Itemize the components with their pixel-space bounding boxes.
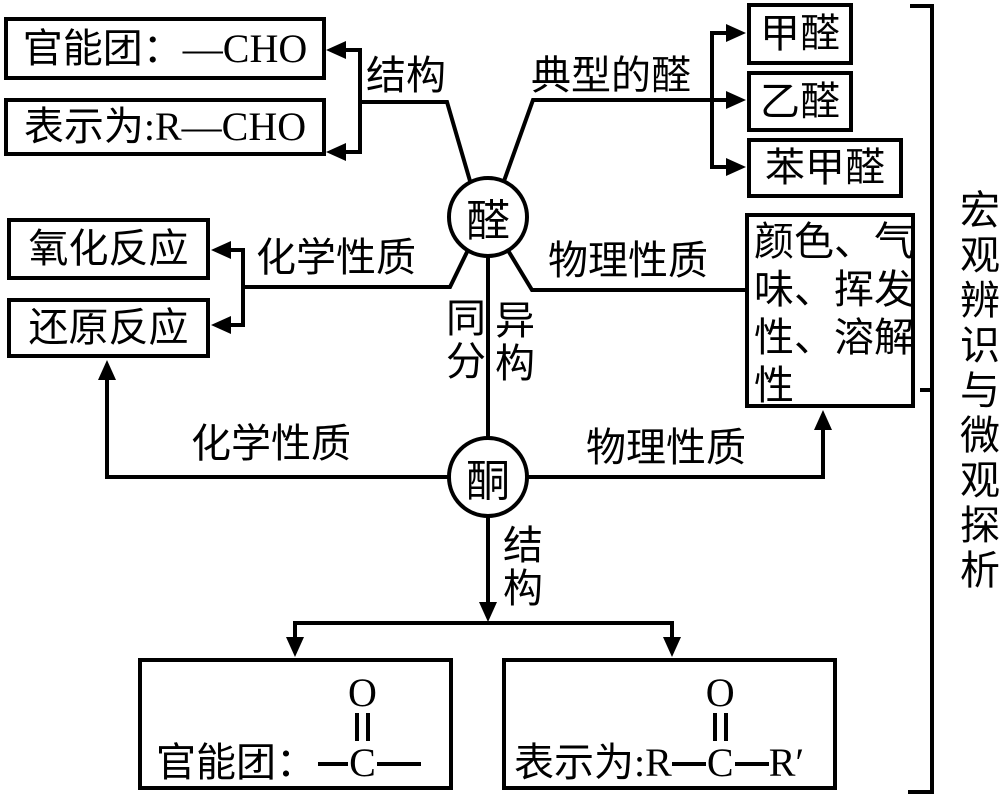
arrowhead-ketone-representation bbox=[663, 637, 681, 657]
ketone-representation-formula: 表示为:R O C R′ bbox=[506, 659, 833, 789]
edge-aldehyde-typical-stem bbox=[501, 98, 714, 184]
aldehyde-chemical-properties-label: 化学性质 bbox=[256, 235, 416, 280]
arrowhead-oxidation bbox=[211, 241, 231, 259]
ketone-chemical-properties-label: 化学性质 bbox=[191, 421, 351, 466]
arrowhead-ketone-structure bbox=[479, 602, 497, 622]
representation-label: 表示为:R bbox=[514, 740, 672, 785]
oxidation-reaction-box: 氧化反应 bbox=[7, 218, 210, 280]
arrowhead-functional-group bbox=[326, 41, 346, 59]
arrowhead-representation bbox=[326, 143, 346, 161]
edge-aldehyde-chemical-stem bbox=[241, 249, 470, 289]
physical-properties-line: 颜色、气 bbox=[754, 219, 914, 264]
arrowhead-ketone-physical bbox=[814, 410, 832, 430]
ketone-functional-formula: 官能团： O C bbox=[142, 659, 449, 789]
edge-aldehyde-physical bbox=[506, 249, 745, 292]
ketone-physical-properties-label: 物理性质 bbox=[586, 425, 746, 470]
single-bond-right bbox=[376, 762, 421, 766]
arrowhead-acetaldehyde bbox=[726, 91, 746, 109]
physical-properties-line: 味、挥发 bbox=[754, 267, 914, 312]
isomer-label-right: 异构 bbox=[489, 299, 534, 385]
aldehyde-representation-box: 表示为:R—CHO bbox=[4, 98, 326, 156]
physical-properties-line: 性 bbox=[754, 363, 794, 408]
arrowhead-reduction bbox=[211, 316, 231, 334]
arrowhead-formaldehyde bbox=[726, 24, 746, 42]
aldehyde-physical-properties-label: 物理性质 bbox=[548, 238, 708, 283]
isomer-label-left: 同分 bbox=[440, 297, 485, 383]
side-note-macro-micro: 宏观辨识与微观探析 bbox=[954, 189, 999, 594]
single-bond-left bbox=[318, 762, 348, 766]
benzaldehyde-box: 苯甲醛 bbox=[747, 138, 903, 198]
double-bond bbox=[354, 713, 370, 741]
structure-label-bottom: 结构 bbox=[497, 524, 542, 610]
single-bond-left bbox=[671, 762, 706, 766]
acetaldehyde-box: 乙醛 bbox=[747, 71, 853, 132]
functional-group-label: 官能团： bbox=[156, 740, 316, 785]
double-bond bbox=[712, 713, 728, 741]
arrowhead-ketone-functional bbox=[286, 637, 304, 657]
carbonyl-group: O C bbox=[705, 670, 735, 785]
aldehyde-functional-group-box: 官能团：—CHO bbox=[4, 17, 326, 80]
reduction-reaction-box: 还原反应 bbox=[7, 298, 210, 358]
edge-aldehyde-structure-stem bbox=[358, 100, 473, 184]
arrowhead-benzaldehyde bbox=[726, 158, 746, 176]
ketone-functional-group-box: 官能团： O C bbox=[138, 658, 453, 790]
oxygen-atom: O bbox=[705, 670, 735, 715]
edge-ketone-chemical bbox=[105, 376, 450, 479]
carbon-atom: C bbox=[349, 740, 376, 785]
aldehyde-node: 醛 bbox=[447, 176, 529, 258]
typical-aldehydes-label: 典型的醛 bbox=[531, 53, 691, 98]
arrowhead-ketone-chemical bbox=[98, 360, 116, 380]
edge-ketone-physical bbox=[526, 426, 825, 479]
ketone-representation-box: 表示为:R O C R′ bbox=[502, 658, 837, 790]
ketone-node: 酮 bbox=[447, 436, 529, 518]
physical-properties-line: 性、溶解 bbox=[754, 315, 914, 360]
single-bond-right bbox=[734, 762, 769, 766]
side-bracket bbox=[908, 4, 934, 794]
carbon-atom: C bbox=[706, 740, 734, 785]
r-prime-atom: R′ bbox=[768, 740, 805, 785]
oxygen-atom: O bbox=[348, 670, 377, 715]
structure-label-top: 结构 bbox=[366, 53, 446, 98]
carbonyl-group: O C bbox=[348, 670, 377, 785]
physical-properties-box: 颜色、气 味、挥发 性、溶解 性 bbox=[745, 213, 915, 408]
formaldehyde-box: 甲醛 bbox=[747, 3, 853, 65]
